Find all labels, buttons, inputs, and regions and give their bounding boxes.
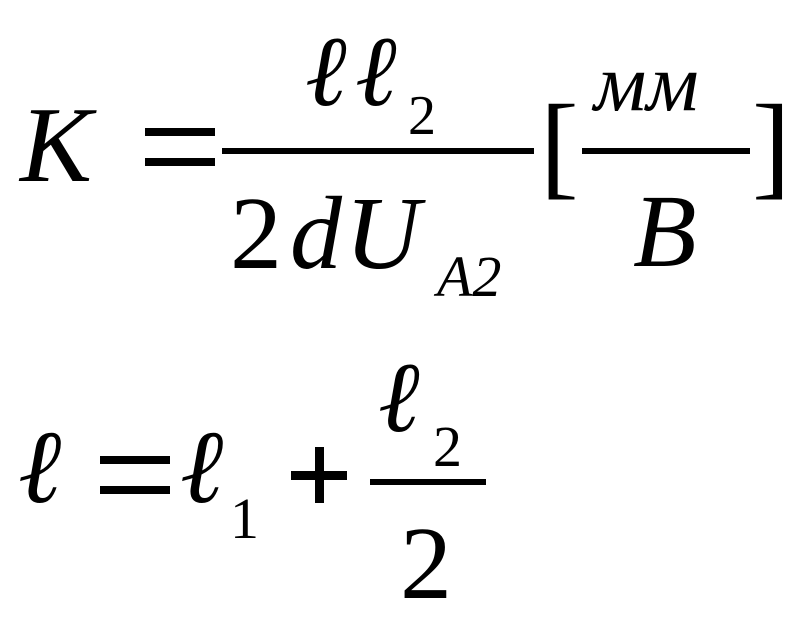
formula1-den-u: U — [345, 176, 421, 291]
formula2-lhs-ell: ℓ — [18, 410, 62, 525]
formula1-num-ell-a: ℓ — [305, 16, 347, 127]
formula1-bracket-close: ] — [752, 82, 791, 210]
formula1-lhs-k: K — [20, 86, 93, 205]
formula1-den-d: d — [290, 176, 342, 291]
formula1-num-ell-b: ℓ — [355, 16, 397, 127]
formula1-unit-fraction-bar — [582, 148, 750, 154]
formula2-frac-num-subscript: 2 — [433, 414, 462, 479]
formula2-frac-den: 2 — [400, 506, 452, 621]
formula2-ell1: ℓ — [180, 410, 224, 525]
formula2-subscript-1: 1 — [230, 486, 259, 551]
formula2-plus-sign: + — [291, 447, 347, 503]
formula1-den-subscript: A2 — [437, 244, 502, 309]
formula1-unit-denominator: В — [633, 174, 697, 289]
formula1-den-coef: 2 — [230, 176, 282, 291]
formula2-fraction-bar — [370, 479, 486, 485]
formula1-bracket-open: [ — [540, 82, 579, 210]
formula1-num-subscript: 2 — [408, 85, 436, 147]
formula1-unit-numerator: мм — [594, 37, 699, 128]
formula1-fraction-bar — [222, 148, 534, 154]
formula2-equals-sign: = — [100, 456, 170, 494]
formula2-frac-num-ell: ℓ — [378, 342, 420, 453]
formula1-equals-sign: = — [145, 128, 215, 166]
